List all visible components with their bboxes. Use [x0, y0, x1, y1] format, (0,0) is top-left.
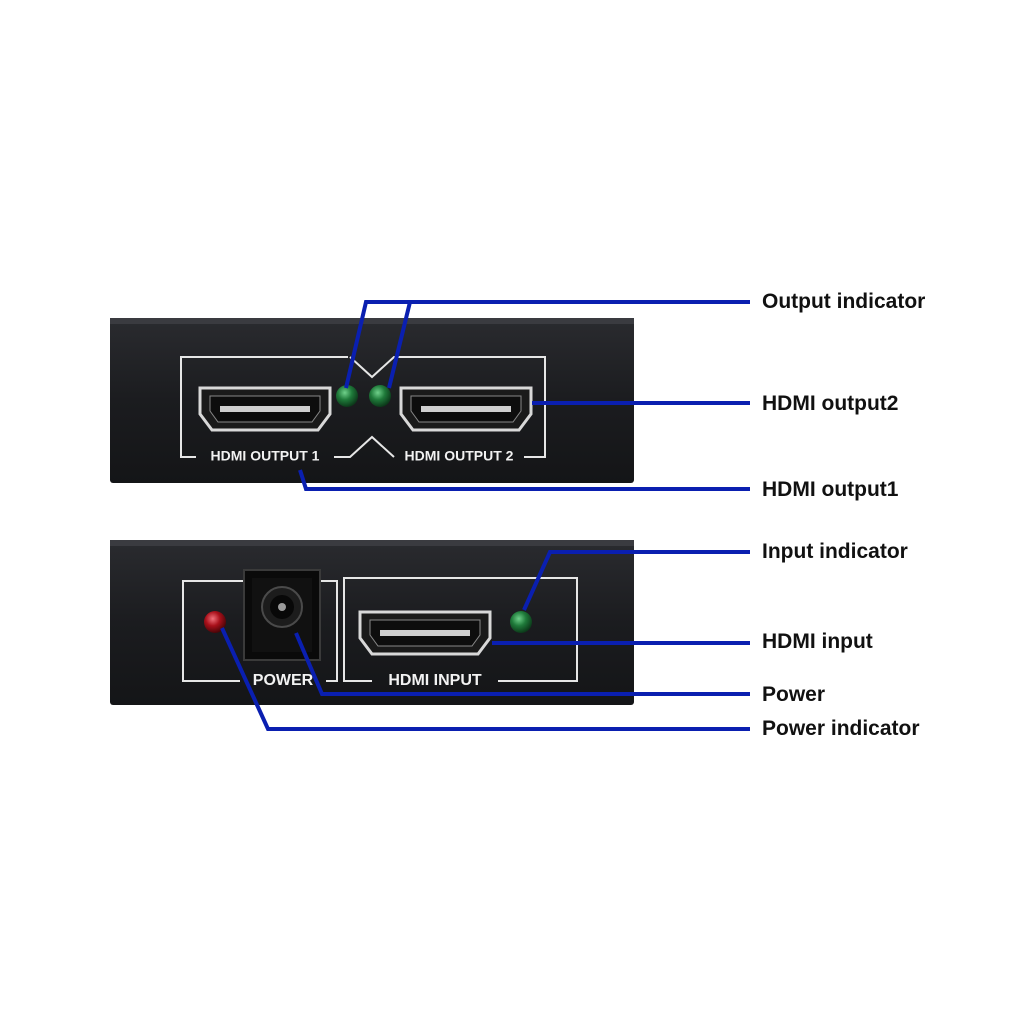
- power-label: POWER: [253, 672, 314, 689]
- leader-line-power: [294, 632, 750, 696]
- hdmi-port-icon[interactable]: [358, 610, 492, 656]
- back-panel: POWER HDMI INPUT: [110, 540, 634, 705]
- dc-barrel-jack-icon[interactable]: [243, 569, 321, 661]
- led-indicator-icon: [369, 385, 391, 407]
- leader-lines: [220, 300, 750, 731]
- input-outline: [343, 577, 578, 682]
- hdmi-output-1-label: HDMI OUTPUT 1: [211, 448, 320, 464]
- callout-power-indicator: Power indicator: [762, 717, 920, 740]
- front-panel-top-edge: [110, 318, 634, 324]
- hdmi-output-2-label: HDMI OUTPUT 2: [405, 448, 514, 464]
- front-outline-right: [349, 356, 546, 458]
- power-outline-left: [182, 580, 244, 682]
- hdmi-port-icon[interactable]: [198, 386, 332, 432]
- callout-hdmi-output2: HDMI output2: [762, 392, 899, 415]
- led-indicator-icon: [510, 611, 532, 633]
- hdmi-input-label: HDMI INPUT: [388, 672, 482, 689]
- callout-hdmi-input: HDMI input: [762, 630, 873, 653]
- front-outline-left: [180, 356, 348, 458]
- led-indicator-icon: [336, 385, 358, 407]
- back-panel-top-edge: [110, 540, 634, 546]
- callout-output-indicator: Output indicator: [762, 290, 926, 313]
- leader-line-output-indicator-1: [344, 300, 750, 389]
- callout-hdmi-output1: HDMI output1: [762, 478, 899, 501]
- callout-power: Power: [762, 683, 826, 706]
- power-outline-right: [320, 580, 338, 682]
- led-indicator-icon: [204, 611, 226, 633]
- front-panel: HDMI OUTPUT 1 HDMI OUTPUT 2: [110, 318, 634, 483]
- leader-line-power-indicator: [220, 627, 750, 731]
- leader-line-output-indicator-2: [387, 301, 412, 389]
- leader-line-input-indicator: [522, 550, 750, 611]
- hdmi-port-icon[interactable]: [399, 386, 533, 432]
- front-outline-mid: [334, 435, 395, 458]
- leader-line-hdmi-output1: [298, 469, 750, 491]
- callout-input-indicator: Input indicator: [762, 540, 908, 563]
